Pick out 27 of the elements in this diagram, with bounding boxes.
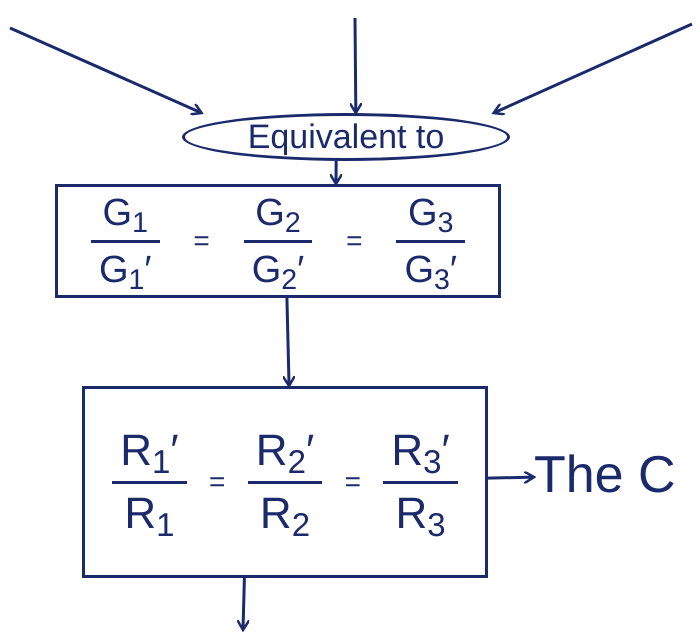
- equals-sign: =: [344, 468, 361, 496]
- formula-box: [82, 386, 488, 578]
- text-label: The C: [534, 440, 698, 510]
- equals-sign: =: [193, 227, 210, 255]
- oval-label: Equivalent to: [182, 113, 510, 161]
- arrow: [282, 298, 296, 388]
- numerator: R$_{2}$′: [254, 428, 316, 472]
- arrow: [236, 578, 251, 632]
- denominator: R$_{1}$: [123, 492, 176, 536]
- arrow: [9, 26, 203, 116]
- denominator: G$_{1}$′: [98, 250, 152, 288]
- denominator: G$_{3}$′: [403, 250, 458, 288]
- numerator: G$_{1}$: [102, 194, 149, 232]
- numerator: G$_{2}$: [254, 194, 302, 232]
- arrow: [328, 160, 344, 186]
- denominator: R$_{3}$: [394, 492, 447, 536]
- formula-box: [55, 184, 501, 298]
- denominator: R$_{2}$: [258, 492, 312, 536]
- arrow: [492, 22, 693, 116]
- equals-sign: =: [346, 227, 363, 255]
- numerator: R$_{1}$′: [119, 428, 180, 472]
- equals-sign: =: [209, 468, 226, 496]
- arrow: [488, 470, 536, 485]
- arrow: [348, 18, 363, 114]
- numerator: R$_{3}$′: [390, 428, 451, 472]
- denominator: G$_{2}$′: [250, 250, 306, 288]
- numerator: G$_{3}$: [407, 194, 454, 232]
